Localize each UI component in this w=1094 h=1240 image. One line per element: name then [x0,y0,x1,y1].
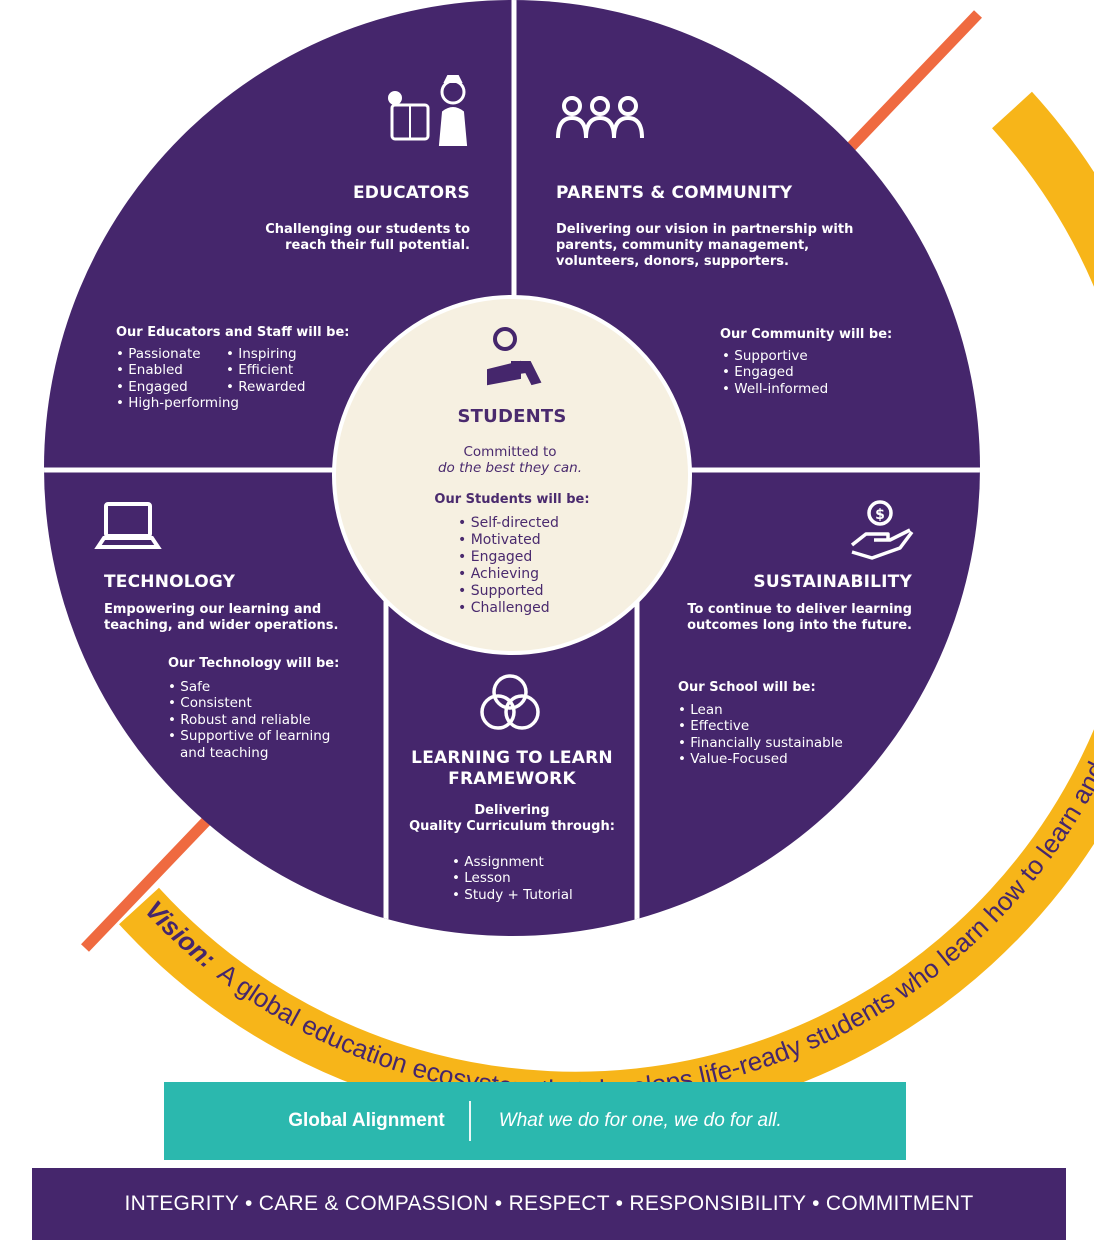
list-item: Self-directed [458,515,559,532]
list-item: Financially sustainable [678,735,843,751]
global-alignment-motto: What we do for one, we do for all. [498,1110,782,1131]
people-icon [556,96,644,139]
laptop-icon [94,502,162,549]
parents-list: Supportive Engaged Well-informed [722,348,828,397]
educators-description-line: Challenging our students to [265,222,470,237]
technology-description-line: teaching, and wider operations. [104,617,339,633]
svg-text:$: $ [875,507,885,523]
values-text: INTEGRITY • CARE & COMPASSION • RESPECT … [124,1192,974,1215]
list-item: Robust and reliable [168,712,330,728]
educators-title: EDUCATORS [352,183,470,203]
learning-title-line: FRAMEWORK [448,768,576,789]
parents-description-line: parents, community management, [556,237,810,253]
technology-description-line: Empowering our learning and [104,602,322,617]
educators-list-col2: Inspiring Efficient Rewarded [226,346,305,395]
educators-description-line: reach their full potential. [285,237,470,253]
list-item: Assignment [452,854,573,870]
global-alignment-label: Global Alignment [288,1110,445,1131]
vision-arc [119,91,1094,1126]
technology-title: TECHNOLOGY [104,572,236,592]
list-item: Challenged [458,600,559,617]
learning-description: Delivering Quality Curriculum through: [392,803,632,835]
list-item: Supported [458,583,559,600]
educators-icon [388,75,468,146]
list-item: Engaged [116,379,239,395]
list-item: Lean [678,702,843,718]
sustainability-description-line: To continue to deliver learning [687,602,912,617]
list-item: Safe [168,679,330,695]
list-item: Study + Tutorial [452,887,573,903]
divider [468,1101,471,1141]
educators-list-col1: Passionate Enabled Engaged High-performi… [116,346,239,412]
students-tagline-line: Committed to [463,444,557,460]
learning-title-line: LEARNING TO LEARN [411,748,613,768]
list-item: Engaged [722,364,828,380]
parents-description-line: Delivering our vision in partnership wit… [556,222,854,237]
list-item: Effective [678,718,843,734]
learning-title: LEARNING TO LEARN FRAMEWORK [392,748,632,789]
students-title: STUDENTS [457,406,567,427]
technology-list-title: Our Technology will be: [168,656,340,671]
list-item: Motivated [458,532,559,549]
parents-list-title: Our Community will be: [720,327,893,342]
list-item: Engaged [458,549,559,566]
sustainability-list-title: Our School will be: [678,680,816,695]
list-item: Passionate [116,346,239,362]
sustainability-title: SUSTAINABILITY [753,572,912,592]
values-bar: INTEGRITY • CARE & COMPASSION • RESPECT … [32,1168,1066,1240]
learning-description-line: Quality Curriculum through: [409,818,615,834]
sustainability-description: To continue to deliver learning outcomes… [660,602,912,634]
educators-description: Challenging our students to reach their … [240,222,470,254]
global-alignment-bar: Global Alignment What we do for one, we … [164,1082,906,1160]
students-list-title: Our Students will be: [434,492,590,507]
list-item: Lesson [452,870,573,886]
sustainability-description-line: outcomes long into the future. [687,617,912,633]
list-item: Supportive of learning [168,728,330,744]
student-reading-icon [487,327,542,386]
list-item: Consistent [168,695,330,711]
technology-list: Safe Consistent Robust and reliable Supp… [168,679,330,761]
technology-description: Empowering our learning and teaching, an… [104,602,364,634]
students-circle [332,295,692,655]
students-tagline-line: do the best they can. [437,460,583,477]
list-item: Inspiring [226,346,305,362]
hand-coin-icon: $ [850,500,914,560]
list-item: and teaching [180,744,269,761]
overlapping-circles-icon [480,674,540,730]
list-item: Value-Focused [678,751,843,767]
educators-list-title: Our Educators and Staff will be: [116,325,350,340]
parents-description-line: volunteers, donors, supporters. [556,253,789,269]
learning-description-line: Delivering [474,803,550,818]
list-item: Rewarded [226,379,305,395]
learning-list: Assignment Lesson Study + Tutorial [452,854,573,903]
list-item: High-performing [116,395,239,411]
list-item: Achieving [458,566,559,583]
students-list: Self-directed Motivated Engaged Achievin… [458,515,559,617]
parents-title: PARENTS & COMMUNITY [556,183,793,203]
sustainability-list: Lean Effective Financially sustainable V… [678,702,843,768]
list-item: Enabled [116,362,239,378]
parents-description: Delivering our vision in partnership wit… [556,222,876,270]
list-item: Efficient [226,362,305,378]
list-item: Well-informed [722,381,828,397]
list-item: Supportive [722,348,828,364]
students-tagline: Committed to do the best they can. [390,444,630,477]
